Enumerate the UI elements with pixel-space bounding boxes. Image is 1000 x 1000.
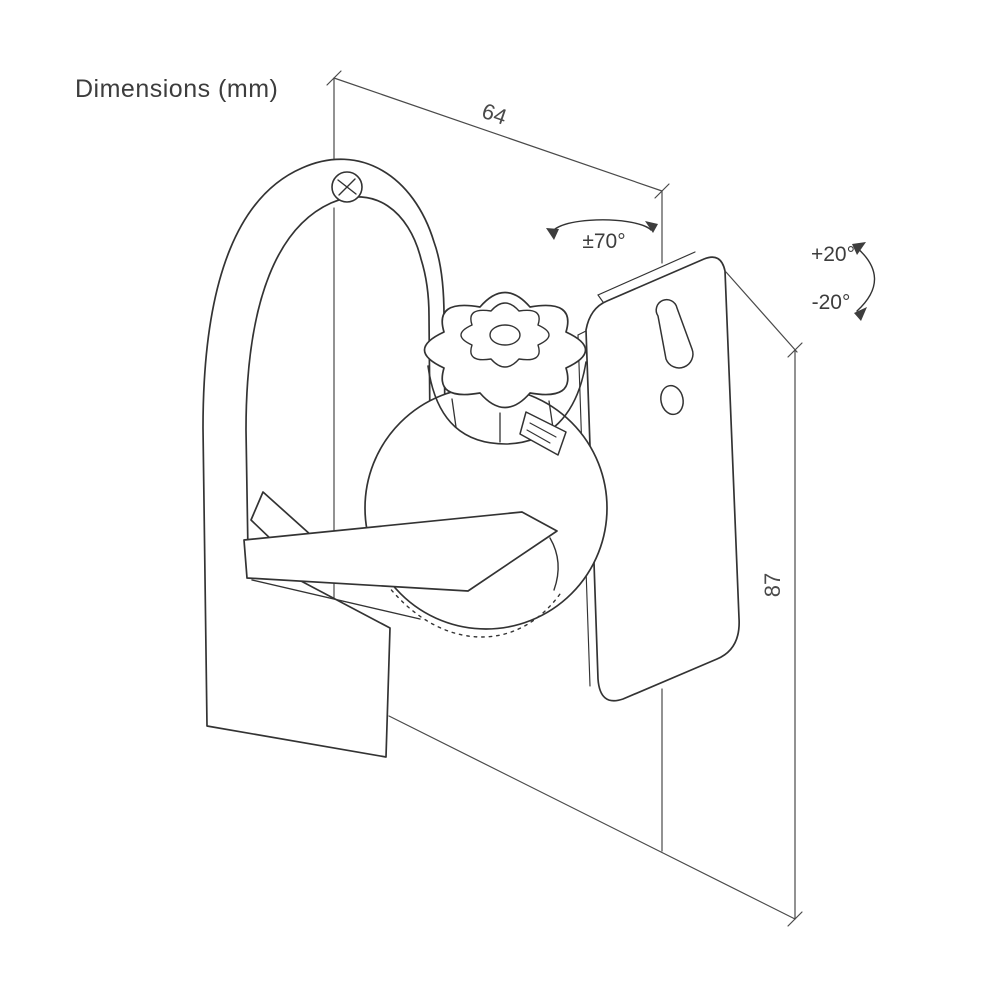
support-arm <box>243 491 558 620</box>
speaker-bracket-plate <box>577 251 740 702</box>
wall-plane <box>333 77 796 920</box>
dim-tick <box>654 183 670 199</box>
swivel-annotation: ±70° <box>546 219 658 253</box>
swivel-angle-label: ±70° <box>582 230 625 253</box>
knob-stem <box>519 411 567 456</box>
clamp-knob <box>423 291 587 456</box>
ball-sphere <box>364 386 608 630</box>
swivel-arrowhead-left-icon <box>546 228 559 240</box>
arm-body <box>243 511 558 592</box>
wall-top-edge <box>333 77 663 192</box>
dim-tick <box>326 70 342 86</box>
wall-bottom-edge <box>388 715 796 920</box>
screw-cross-icon <box>337 178 357 196</box>
tilt-up-label: +20° <box>811 243 855 266</box>
ball-seam-dotted <box>377 571 561 638</box>
tilt-annotation: +20° -20° <box>811 242 876 321</box>
bracket-plate-face <box>585 256 740 702</box>
page-title: Dimensions (mm) <box>75 75 278 103</box>
knob-stem-threads <box>526 422 557 444</box>
dim-tick <box>787 911 803 927</box>
keyhole-slot <box>655 298 694 369</box>
ball-joint <box>364 386 608 638</box>
dimension-height: 87 <box>725 271 803 927</box>
dim-extension-top <box>725 271 798 353</box>
mounting-hole <box>660 384 684 416</box>
tilt-arrow-arc <box>854 245 876 312</box>
dim-tick <box>787 342 803 358</box>
knob-skirt-edge <box>427 361 587 445</box>
arm-lower-edge <box>251 579 421 620</box>
ball-groove <box>549 537 559 591</box>
knob-top-face <box>460 302 550 368</box>
knob-star-outline <box>423 291 587 409</box>
tilt-arrowhead-up-icon <box>852 242 866 255</box>
knob-skirt-ribs <box>451 398 554 443</box>
knob-center-boss <box>489 324 521 346</box>
tilt-arrowhead-down-icon <box>854 307 867 321</box>
bracket-plate-thickness-top <box>597 251 696 303</box>
tilt-down-label: -20° <box>812 291 851 314</box>
dim-width-label: 64 <box>479 98 510 130</box>
swivel-arrowhead-right-icon <box>645 221 658 233</box>
dim-height-label: 87 <box>760 573 785 597</box>
